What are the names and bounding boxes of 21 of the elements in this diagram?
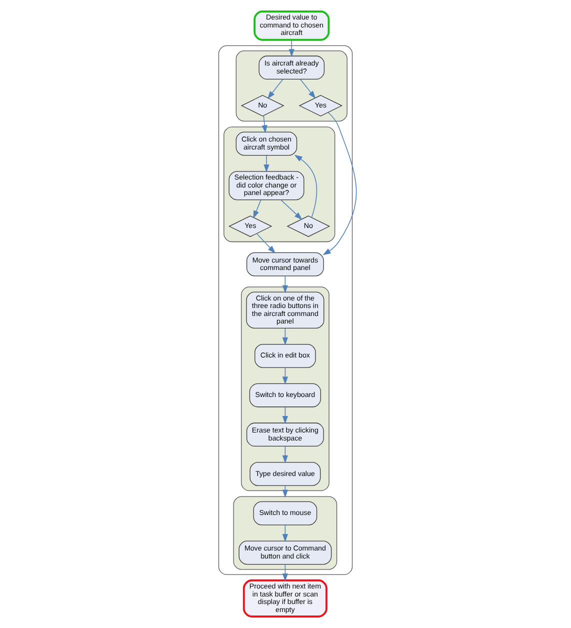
arrow — [253, 200, 262, 219]
arrow — [282, 367, 288, 385]
arrow — [262, 115, 268, 134]
cluster — [241, 286, 330, 492]
arrow — [280, 200, 302, 220]
cluster — [233, 496, 338, 570]
arrow — [282, 406, 288, 424]
arrow — [282, 564, 288, 582]
arrow — [256, 233, 276, 254]
arrow — [264, 155, 270, 172]
arrow — [282, 446, 288, 464]
arrow — [282, 524, 288, 542]
arrow — [282, 328, 288, 346]
arrow — [288, 40, 294, 58]
arrow — [294, 154, 318, 218]
arrow — [300, 78, 316, 99]
cluster — [236, 50, 348, 122]
arrow — [282, 485, 288, 498]
arrow — [267, 78, 284, 99]
arrow — [282, 276, 288, 294]
cluster — [224, 126, 336, 242]
